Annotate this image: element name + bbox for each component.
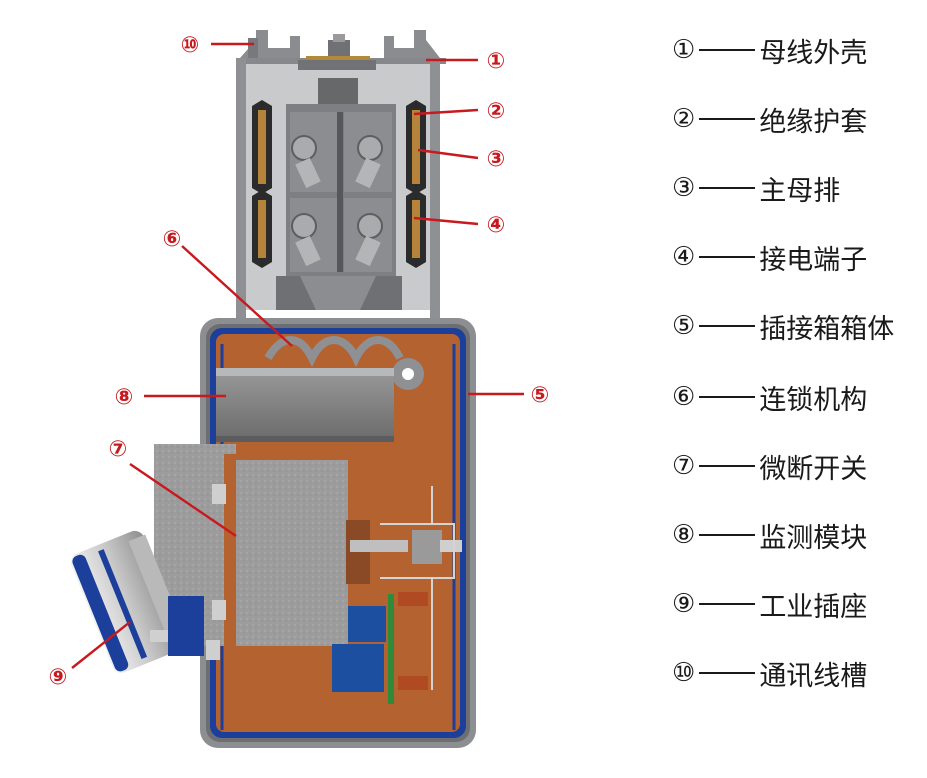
legend-item-insulation-sheath: ② 绝缘护套 — [672, 99, 867, 139]
leader-6 — [181, 245, 293, 347]
internal-components — [332, 486, 462, 704]
legend-text: 通讯线槽 — [759, 660, 868, 692]
legend-dash — [699, 603, 756, 605]
callout-5: ⑤ — [531, 383, 550, 408]
legend-dash — [699, 118, 756, 120]
legend-item-monitoring-module: ⑧ 监测模块 — [672, 515, 867, 555]
leader-7 — [129, 463, 237, 537]
legend-dash — [699, 256, 756, 258]
leader-9 — [71, 621, 131, 669]
callout-leaders — [71, 42, 524, 669]
legend-item-plug-in-box-body: ⑤ 插接箱箱体 — [672, 306, 894, 346]
legend-dash — [699, 396, 756, 398]
legend-dash — [699, 187, 756, 189]
callout-9: ⑨ — [49, 665, 68, 690]
callout-10: ⑩ — [181, 33, 200, 58]
legend-dash — [699, 325, 756, 327]
legend-item-industrial-socket: ⑨ 工业插座 — [672, 584, 867, 624]
legend-text: 微断开关 — [759, 453, 868, 485]
callout-labels: ⑩ ① ② ③ ④ ⑥ ⑧ ⑤ ⑦ ⑨ — [49, 33, 550, 690]
legend-item-busway-housing: ① 母线外壳 — [672, 30, 867, 70]
legend-number: ① — [672, 35, 696, 65]
legend-item-interlock-mechanism: ⑥ 连锁机构 — [672, 377, 867, 417]
leader-2 — [413, 108, 479, 116]
legend-number: ③ — [672, 173, 696, 203]
legend-text: 绝缘护套 — [759, 106, 868, 138]
legend-number: ⑩ — [672, 658, 696, 688]
callout-1: ① — [487, 49, 506, 74]
industrial-socket — [71, 530, 220, 673]
legend-number: ④ — [672, 242, 696, 272]
legend-number: ⑤ — [672, 311, 696, 341]
legend-dash — [699, 672, 756, 674]
legend-text: 工业插座 — [759, 591, 868, 623]
legend-item-power-terminal: ④ 接电端子 — [672, 237, 867, 277]
legend-item-communication-trunking: ⑩ 通讯线槽 — [672, 653, 867, 693]
legend-number: ⑥ — [672, 382, 696, 412]
legend-item-main-busbar: ③ 主母排 — [672, 168, 840, 208]
legend-number: ⑦ — [672, 451, 696, 481]
interlock-mechanism — [264, 336, 424, 390]
callout-3: ③ — [487, 147, 506, 172]
leader-3 — [417, 148, 479, 160]
legend-text: 主母排 — [759, 175, 841, 207]
legend-number: ⑧ — [672, 520, 696, 550]
legend-text: 插接箱箱体 — [759, 313, 895, 345]
callout-4: ④ — [487, 213, 506, 238]
legend-dash — [699, 534, 756, 536]
monitoring-module — [216, 368, 394, 442]
legend-dash — [699, 465, 756, 467]
legend-text: 监测模块 — [759, 522, 868, 554]
legend-number: ⑨ — [672, 589, 696, 619]
legend-text: 连锁机构 — [759, 384, 868, 416]
legend-text: 接电端子 — [759, 244, 868, 276]
callout-2: ② — [487, 99, 506, 124]
power-terminal-block — [276, 78, 402, 310]
legend-number: ② — [672, 104, 696, 134]
insulation-sheath-right — [406, 100, 426, 268]
legend-text: 母线外壳 — [759, 37, 868, 69]
callout-8: ⑧ — [115, 385, 134, 410]
callout-6: ⑥ — [163, 227, 182, 252]
insulation-sheath-left — [252, 100, 272, 268]
leader-4 — [413, 216, 479, 226]
legend-dash — [699, 49, 756, 51]
callout-7: ⑦ — [109, 437, 128, 462]
legend-item-miniature-circuit-breaker: ⑦ 微断开关 — [672, 446, 867, 486]
